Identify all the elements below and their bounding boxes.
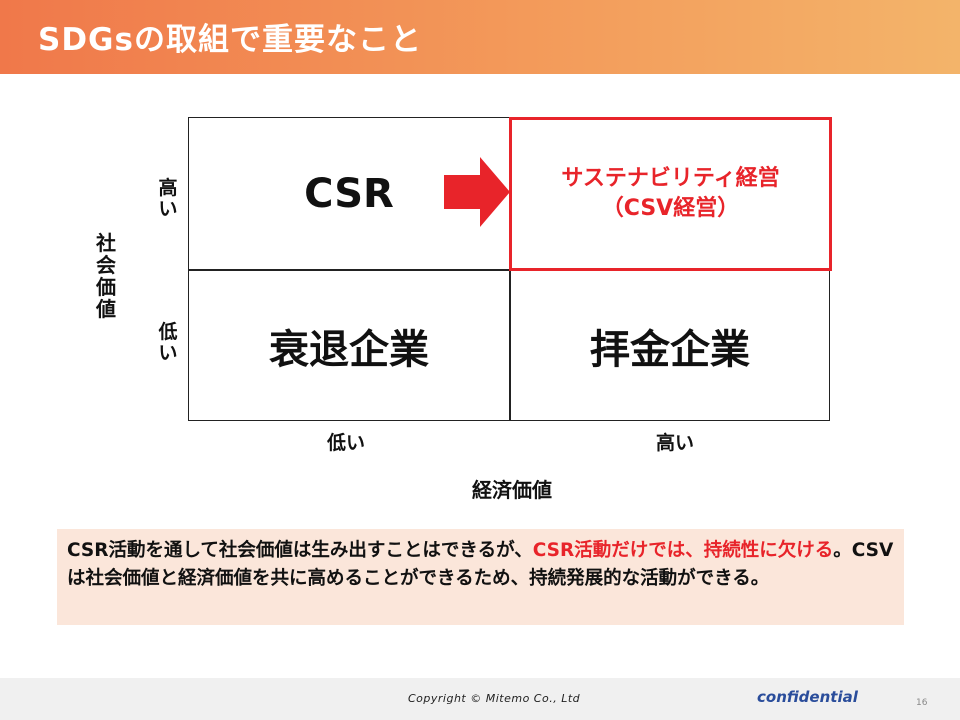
cell-sustainability-management: サステナビリティ経営 （CSV経営） [509, 117, 832, 271]
x-axis-label: 経済価値 [472, 478, 552, 502]
csv-label: （CSV経営） [601, 196, 740, 221]
right-arrow-icon [444, 157, 510, 227]
title-bar: SDGsの取組で重要なこと [0, 0, 960, 74]
cell-money-worship-company: 拝金企業 [590, 326, 750, 373]
page-number: 16 [916, 698, 928, 708]
note-text-part3: 。CSVは社会価値と経済価値を共に高めることができるため、持続発展的な活動ができ… [67, 540, 894, 589]
cell-declining-company: 衰退企業 [269, 326, 429, 373]
x-tick-low: 低い [327, 432, 366, 454]
y-axis-label: 社会価値 [96, 231, 116, 321]
copyright-text: Copyright © Mitemo Co., Ltd [408, 692, 581, 705]
value-matrix: CSR 衰退企業 拝金企業 [188, 117, 830, 421]
x-tick-high: 高い [656, 432, 695, 454]
cell-csr: CSR [304, 170, 394, 217]
sustainability-label: サステナビリティ経営 [561, 166, 780, 191]
y-tick-high: 高い [158, 177, 178, 220]
summary-note: CSR活動を通して社会価値は生み出すことはできるが、CSR活動だけでは、持続性に… [57, 529, 904, 625]
note-text-part1: CSR活動を通して社会価値は生み出すことはできるが、 [67, 540, 533, 561]
footer-bar [0, 678, 960, 720]
note-text-highlight: CSR活動だけでは、持続性に欠ける [532, 540, 834, 561]
confidential-label: confidential [757, 688, 858, 706]
slide-title: SDGsの取組で重要なこと [38, 22, 422, 58]
y-tick-low: 低い [158, 321, 178, 364]
